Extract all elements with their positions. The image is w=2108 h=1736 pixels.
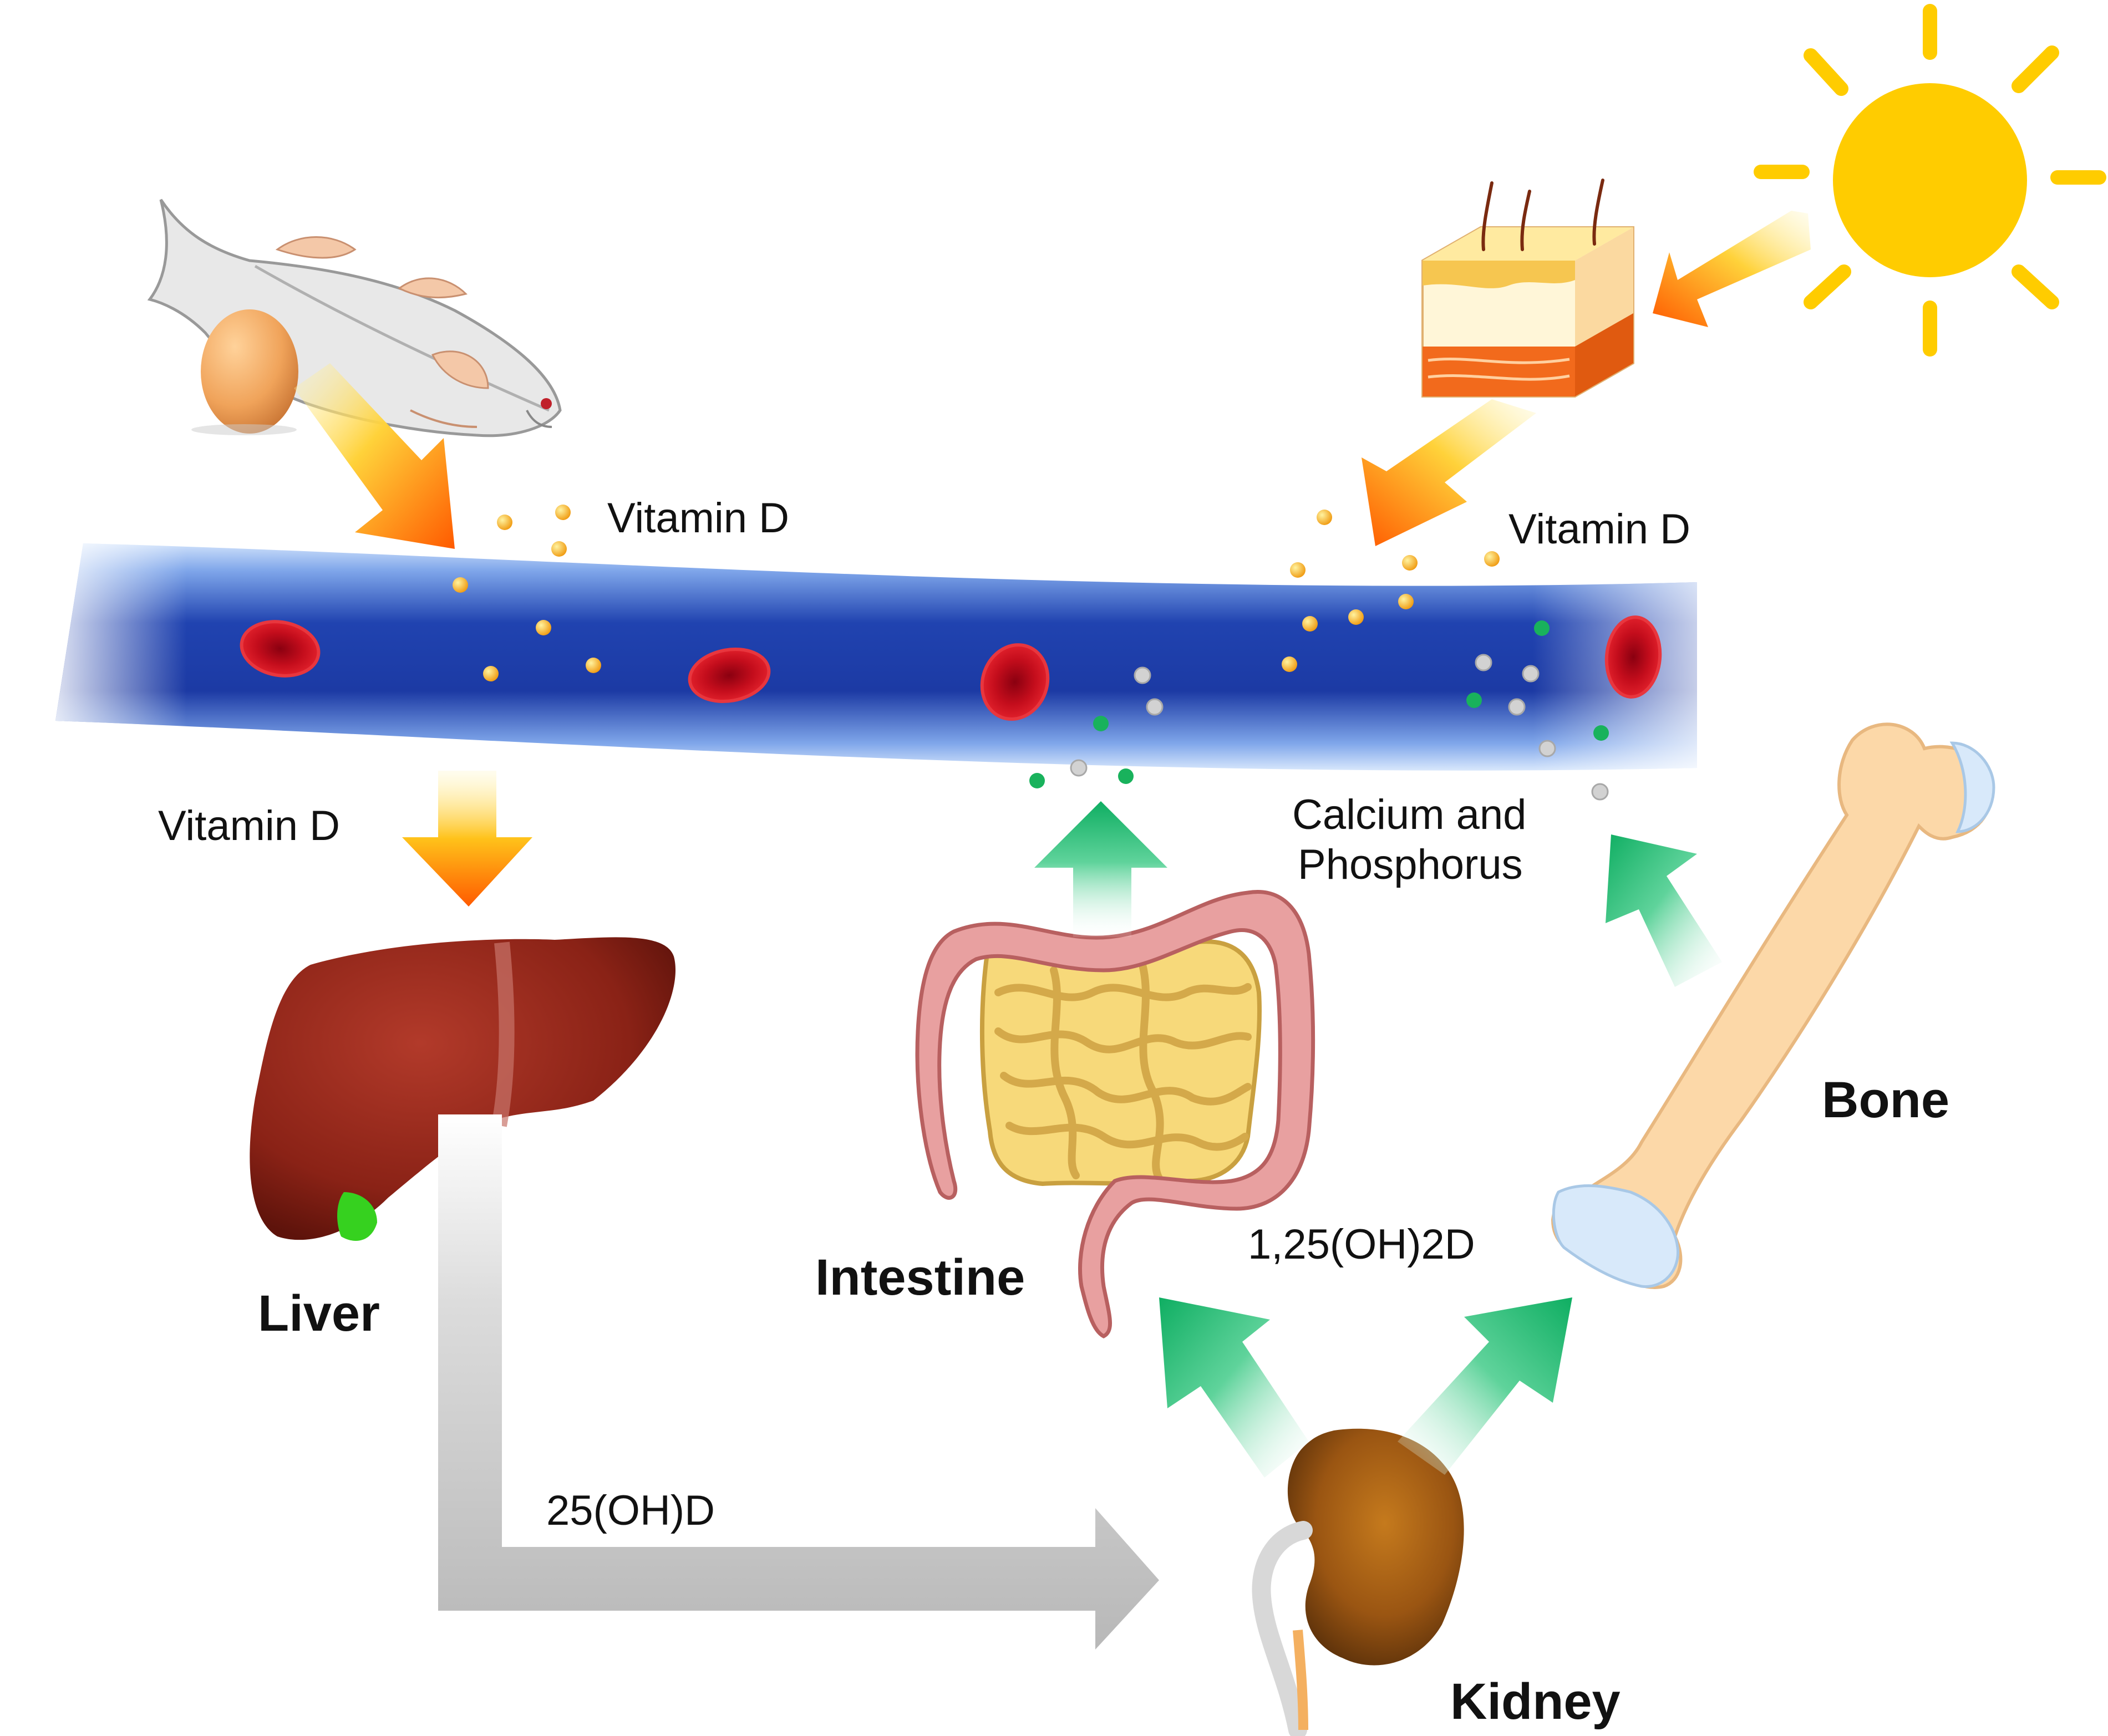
blood-cell [240,620,321,678]
intestine-to-vessel-arrow [1034,801,1167,937]
sun-icon [1754,4,2106,357]
phosphorus-particles [1029,620,1609,788]
blood-cells [240,615,1662,721]
calcium-label: Calcium and [1292,791,1526,838]
intestine-label: Intestine [815,1249,1025,1306]
liver-icon [250,937,676,1241]
metabolite-25-label: 25(OH)D [546,1487,715,1534]
kidney-to-intestine-arrow [1159,1297,1309,1478]
skin-to-vessel-arrow [1362,399,1536,546]
metabolite-125-label: 1,25(OH)2D [1248,1221,1475,1268]
blood-cell [688,648,771,703]
vitamin-d-particles [453,505,1500,681]
calcium-particles [1070,654,1609,801]
blood-vessel [55,543,1697,771]
fish-icon [147,198,562,437]
liver-to-kidney-arrow [438,1114,1159,1650]
blood-cell [1604,615,1662,699]
kidney-icon [1252,1428,1464,1736]
kidney-to-bone-arrow [1398,1297,1572,1475]
phosphorus-label: Phosphorus [1298,841,1523,888]
vitamin-d-food-label: Vitamin D [607,495,789,542]
vessel-to-liver-arrow [402,771,532,907]
blood-cell [980,643,1050,721]
intestine-icon [915,890,1315,1338]
liver-label: Liver [258,1285,380,1342]
vitamin-d-liver-label: Vitamin D [158,802,340,849]
bone-icon [1551,722,1995,1289]
egg-icon [191,309,298,435]
sun-to-skin-arrow [1653,211,1811,327]
skin-icon [1421,179,1634,398]
vitamin-d-skin-label: Vitamin D [1508,506,1690,553]
bone-label: Bone [1822,1072,1949,1128]
kidney-label: Kidney [1450,1673,1621,1730]
bone-to-vessel-arrow [1606,834,1722,987]
food-to-vessel-arrow [294,363,455,549]
